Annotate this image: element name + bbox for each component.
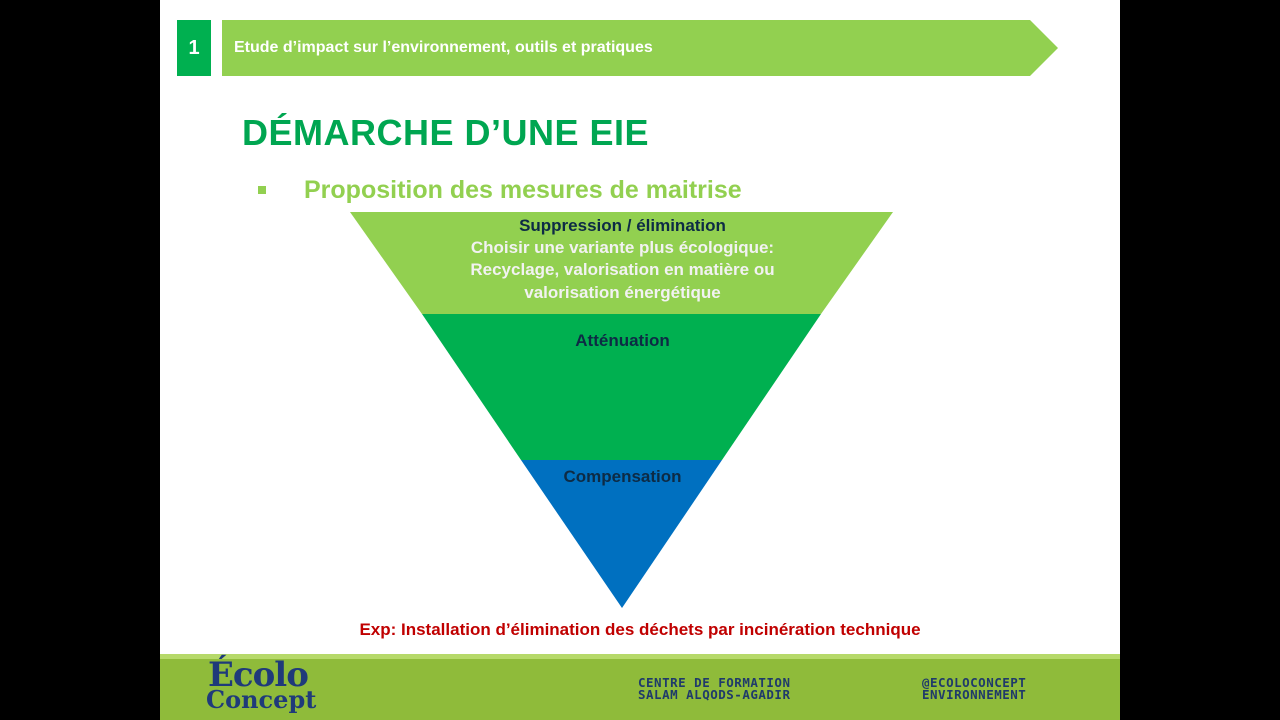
bullet-square-icon: [258, 186, 266, 194]
footer-center-text: CENTRE DE FORMATION SALAM ALQODS-AGADIR: [638, 675, 791, 702]
level-suppression-line3: valorisation énergétique: [524, 283, 721, 302]
banner-title: Etude d’impact sur l’environnement, outi…: [234, 39, 653, 56]
level-suppression-heading: Suppression / élimination: [519, 216, 726, 235]
level-suppression-line2: Recyclage, valorisation en matière ou: [470, 260, 775, 279]
level-attenuation: [422, 314, 821, 460]
slide-title: DÉMARCHE D’UNE EIE: [242, 112, 650, 153]
section-banner: Etude d’impact sur l’environnement, outi…: [222, 20, 1058, 76]
level-compensation-heading: Compensation: [563, 467, 682, 486]
level-suppression: [350, 212, 893, 314]
level-compensation: [521, 460, 722, 608]
pyramid-shape: [350, 212, 893, 608]
section-number-badge: 1: [177, 20, 211, 76]
example-text: Exp: Installation d’élimination des déch…: [359, 620, 921, 639]
ecoloconcept-logo: Écolo Concept: [206, 655, 317, 714]
footer-bar: Écolo Concept CENTRE DE FORMATION SALAM …: [160, 654, 1120, 720]
slide-subtitle: Proposition des mesures de maitrise: [304, 176, 742, 204]
mitigation-pyramid: Suppression / élimination Choisir une va…: [350, 212, 895, 617]
slide: 1 Etude d’impact sur l’environnement, ou…: [160, 0, 1120, 720]
banner-arrow-shape: [222, 20, 1058, 76]
level-suppression-line1: Choisir une variante plus écologique:: [470, 238, 775, 257]
level-attenuation-heading: Atténuation: [575, 331, 670, 350]
footer-right-text: @ECOLOCONCEPT ENVIRONNEMENT: [922, 675, 1027, 702]
